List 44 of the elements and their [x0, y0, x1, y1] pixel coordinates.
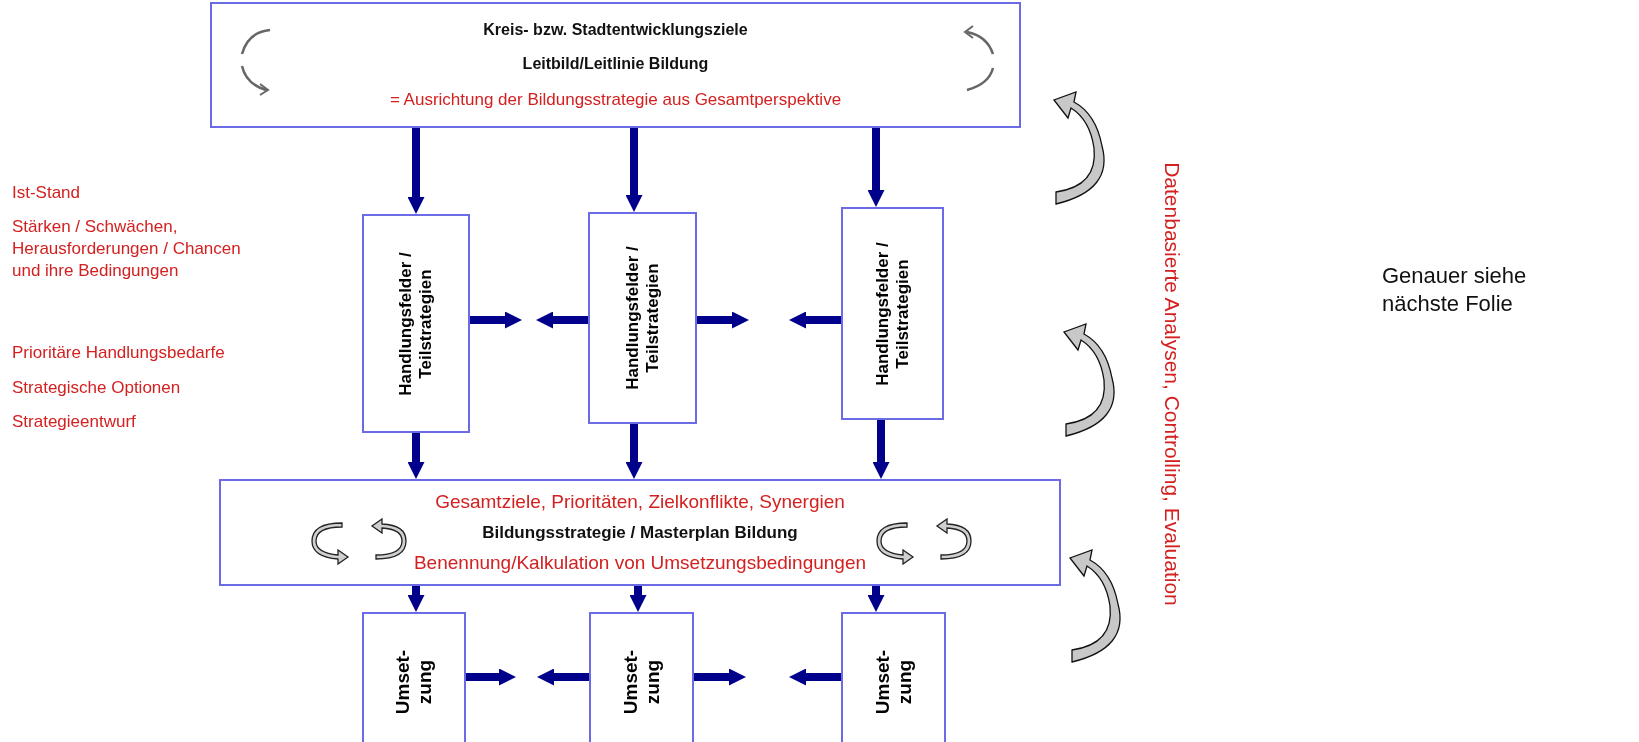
arrow — [536, 311, 588, 329]
arrow — [629, 586, 647, 612]
box-text: Handlungsfelder / Teilstrategien — [622, 245, 663, 392]
process-box — [588, 212, 697, 424]
process-box — [362, 612, 466, 742]
arrow — [867, 586, 885, 612]
note-text: Prioritäre Handlungsbedarfe — [12, 342, 226, 364]
process-box — [841, 612, 946, 742]
arrow — [789, 311, 841, 329]
goal-box — [210, 2, 1021, 128]
process-box — [362, 214, 470, 433]
arrow — [407, 433, 425, 479]
arrow — [697, 311, 749, 329]
box-heading: Bildungsstrategie / Masterplan Bildung — [482, 522, 798, 543]
arrow — [466, 668, 516, 686]
note-text: Strategieentwurf — [12, 411, 137, 433]
arrow — [789, 668, 841, 686]
strategy-box — [219, 479, 1061, 586]
box-heading: Leitbild/Leitlinie Bildung — [522, 55, 709, 73]
arrow — [694, 668, 746, 686]
note-text: Genauer siehe nächste Folie — [1382, 262, 1528, 317]
process-box — [589, 612, 694, 742]
arrow — [407, 586, 425, 612]
vertical-label: Datenbasierte Analysen, Controlling, Evaluation — [1160, 162, 1184, 606]
box-text: Handlungsfelder / Teilstrategien — [396, 250, 436, 398]
box-text: Umset- zung — [619, 648, 664, 717]
arrow — [872, 420, 890, 479]
arrow — [867, 128, 885, 207]
note-text: Strategische Optionen — [12, 377, 182, 399]
arrow — [625, 128, 643, 212]
process-box — [841, 207, 944, 420]
note-text: Ist-Stand — [12, 182, 82, 204]
arrow — [470, 311, 522, 329]
box-heading: Kreis- bzw. Stadtentwicklungsziele — [483, 20, 748, 39]
box-text: Gesamtziele, Prioritäten, Zielkonflikte, Synergien — [435, 490, 845, 513]
box-text: Umset- zung — [392, 648, 436, 717]
arrow — [625, 424, 643, 479]
box-text: Umset- zung — [871, 648, 916, 717]
arrow — [537, 668, 589, 686]
arrow — [407, 128, 425, 214]
box-text: Handlungsfelder / Teilstrategien — [872, 240, 913, 388]
box-text: = Ausrichtung der Bildungsstrategie aus Gesamtperspektive — [389, 89, 842, 110]
note-text: Stärken / Schwächen, Herausforderungen / Chancen und ihre Bedingungen — [12, 216, 242, 283]
box-text: Benennung/Kalkulation von Umsetzungsbedingungen — [413, 552, 867, 575]
